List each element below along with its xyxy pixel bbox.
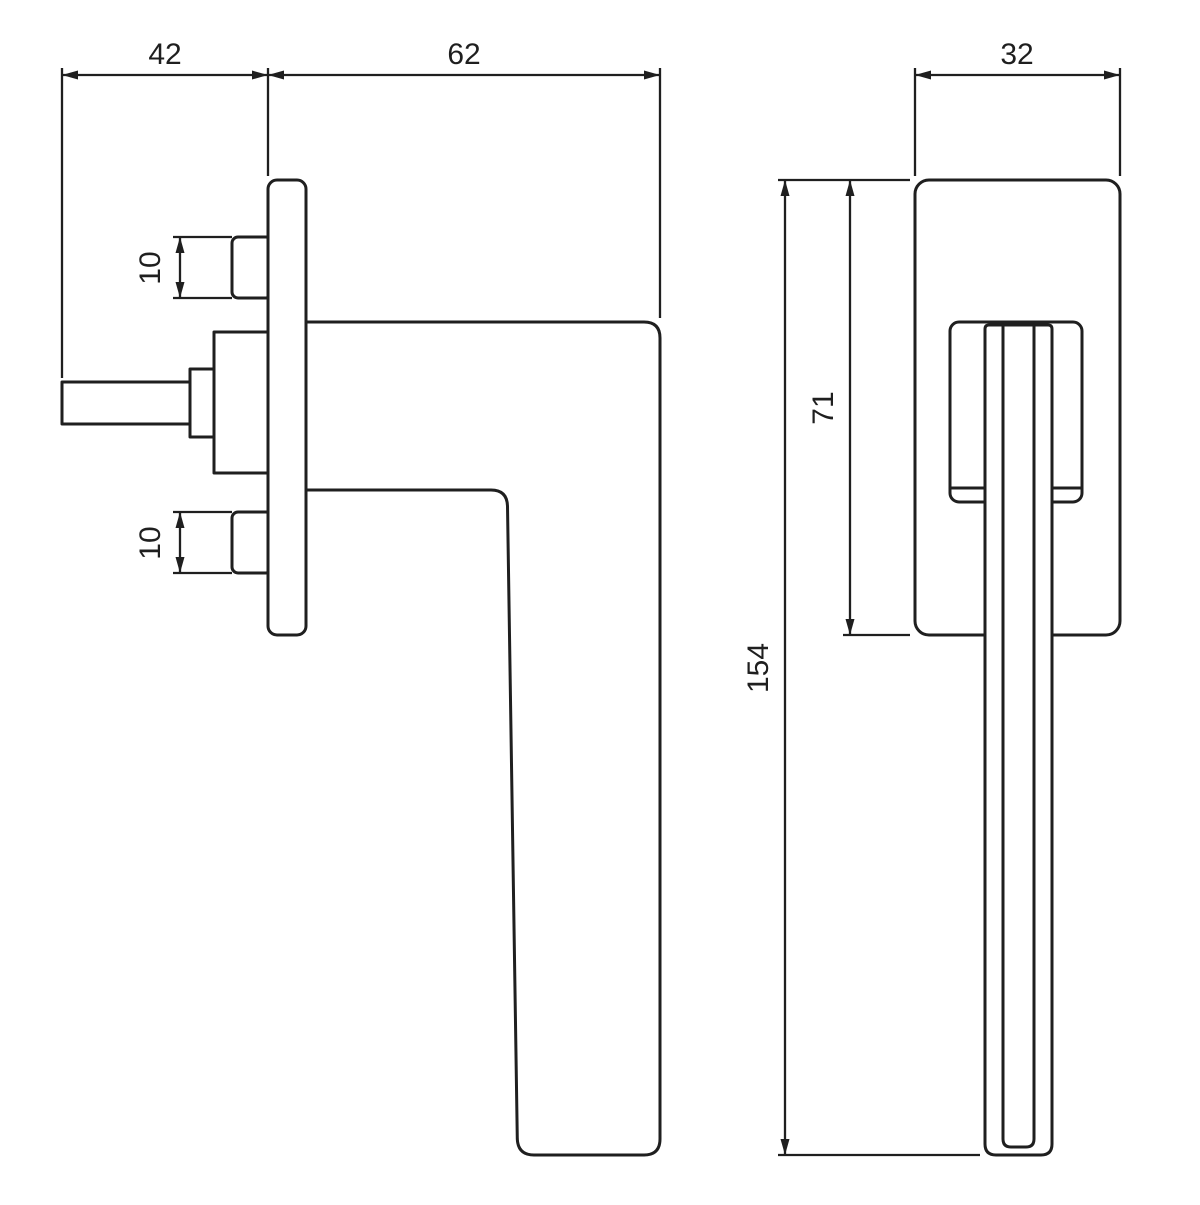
dim-label-32: 32 (1000, 38, 1033, 71)
dim-label-62: 62 (447, 38, 480, 71)
dim-label-154: 154 (742, 643, 775, 693)
dimension-annotations (60, 68, 1122, 1157)
front-view (913, 178, 1122, 1157)
arrowhead (175, 282, 185, 298)
side-view (60, 178, 662, 1157)
dim-label-71: 71 (807, 391, 840, 424)
spindle-shaft (60, 380, 192, 426)
spindle-step (188, 367, 216, 439)
arrowhead (62, 70, 78, 80)
arrowhead (175, 557, 185, 573)
handle-lever-side (304, 320, 662, 1157)
backplate-side (266, 178, 308, 637)
arrowhead (252, 70, 268, 80)
screw-boss-top (230, 235, 274, 300)
neck-block (212, 330, 270, 475)
arrowhead (268, 70, 284, 80)
arrowhead (175, 237, 185, 253)
arrowhead (780, 1139, 790, 1155)
arrowhead (175, 512, 185, 528)
arrowhead (644, 70, 660, 80)
arrowhead (845, 180, 855, 196)
dimension-labels: 42 62 10 10 32 154 71 (134, 38, 1034, 693)
arrowhead (1104, 70, 1120, 80)
dim-label-42: 42 (148, 38, 181, 71)
screw-boss-bottom (230, 510, 274, 575)
lever-front-facet-lines (1001, 323, 1036, 1149)
arrowhead (845, 619, 855, 635)
arrowhead (780, 180, 790, 196)
dim-label-10-top: 10 (134, 251, 167, 284)
handle-lever-front (983, 323, 1054, 1157)
dim-label-10-bottom: 10 (134, 526, 167, 559)
arrowhead (915, 70, 931, 80)
